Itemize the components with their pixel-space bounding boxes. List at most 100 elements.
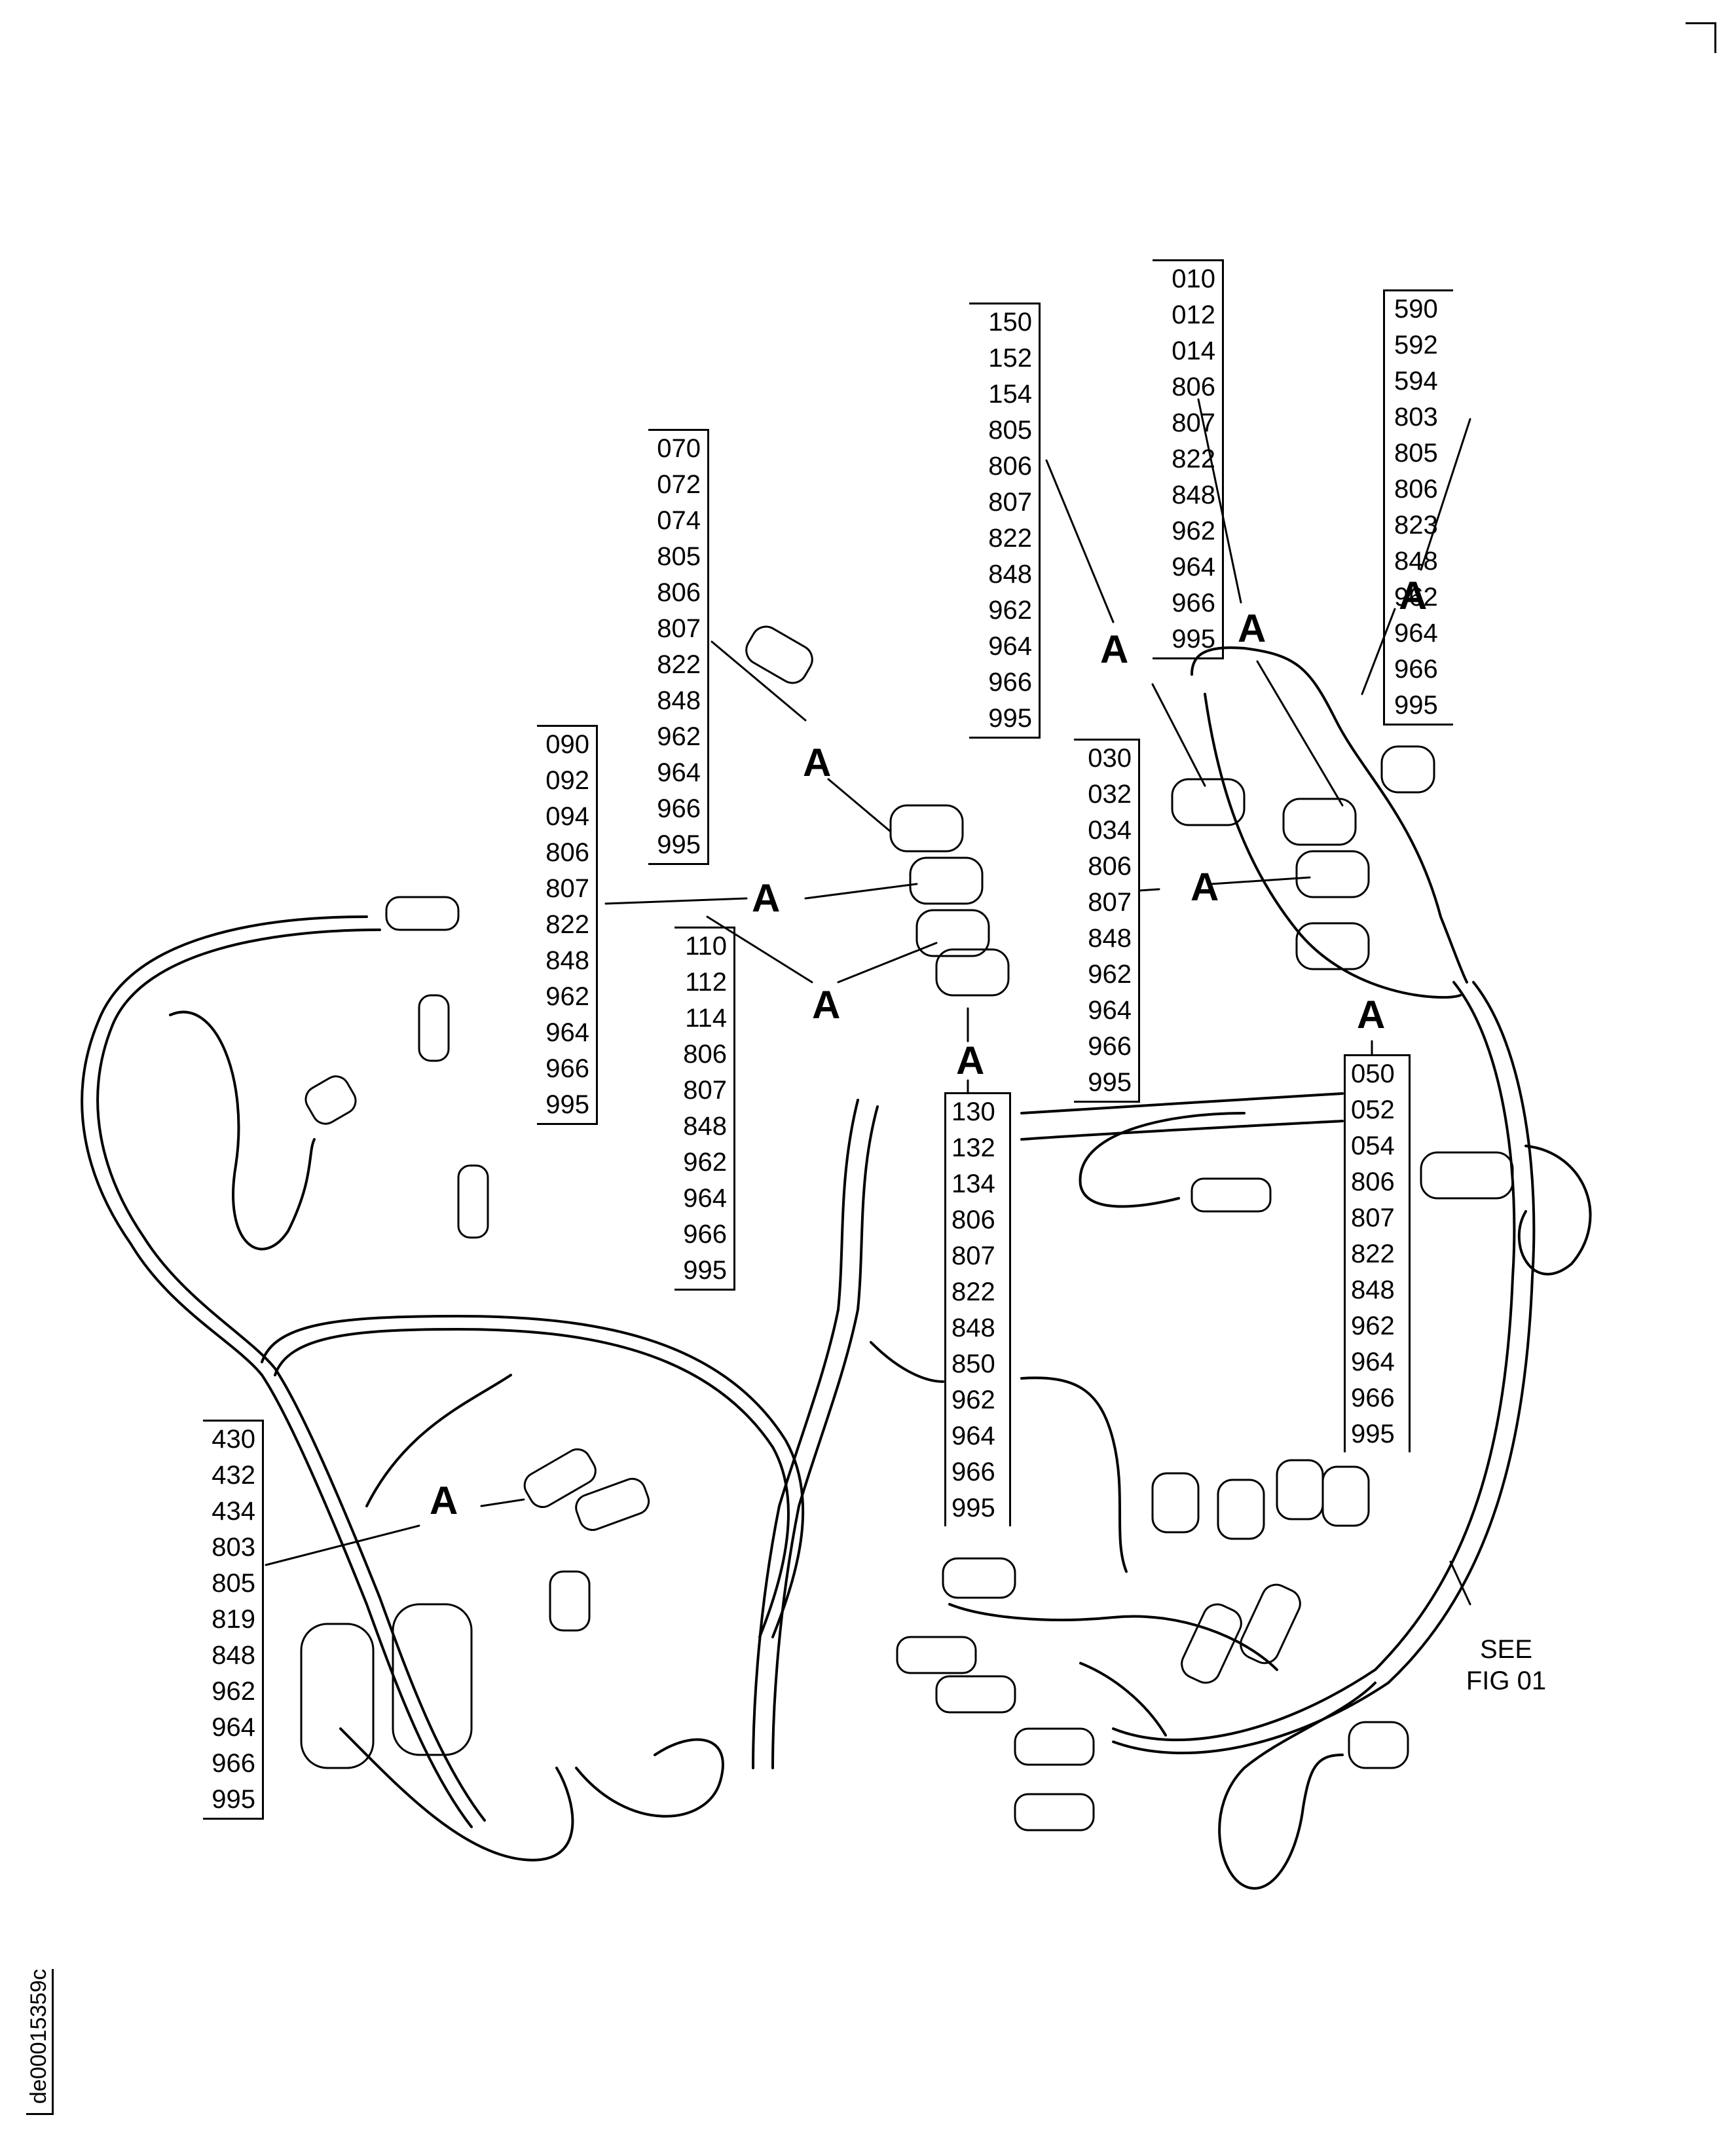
connectors <box>300 625 1514 1831</box>
item-number: 807 <box>657 614 701 643</box>
item-number: 964 <box>951 1422 995 1450</box>
item-number: 995 <box>1172 625 1215 653</box>
item-number: 052 <box>1351 1095 1395 1124</box>
item-number: 072 <box>657 470 701 499</box>
item-number: 807 <box>988 488 1032 517</box>
item-number: 014 <box>1172 337 1215 365</box>
callout-letter-a-430: A <box>430 1479 458 1522</box>
item-number: 134 <box>951 1169 995 1198</box>
item-number: 034 <box>1088 816 1132 845</box>
item-number: 092 <box>545 766 589 795</box>
item-number: 962 <box>212 1677 255 1706</box>
item-number: 807 <box>545 874 589 903</box>
callout-list-110: 110 112 114 806 807 848 962 964 966 995 <box>674 927 735 1291</box>
item-number: 434 <box>212 1497 255 1526</box>
item-number: 848 <box>951 1314 995 1342</box>
item-number: 594 <box>1394 367 1438 396</box>
item-number: 132 <box>951 1133 995 1162</box>
item-number: 806 <box>1172 373 1215 401</box>
item-number: 964 <box>1351 1348 1395 1376</box>
callout-list-070: 070 072 074 805 806 807 822 848 962 964 … <box>648 429 709 865</box>
item-number: 050 <box>1351 1059 1395 1088</box>
item-number: 805 <box>1394 439 1438 468</box>
item-number: 807 <box>683 1076 727 1105</box>
callout-letter-a-010: A <box>1238 606 1266 650</box>
item-number: 850 <box>951 1350 995 1378</box>
callout-letter-a-090: A <box>752 876 781 920</box>
item-number: 966 <box>1088 1032 1132 1061</box>
see-label: SEE <box>1479 1635 1533 1664</box>
callout-list-150: 150 152 154 805 806 807 822 848 962 964 … <box>969 303 1041 739</box>
item-number: 150 <box>988 308 1032 337</box>
item-number: 010 <box>1172 265 1215 293</box>
see-fig-reference: SEE FIG 01 <box>1460 1634 1552 1697</box>
item-number: 590 <box>1394 295 1438 323</box>
callout-letter-a-110: A <box>812 983 841 1027</box>
item-number: 848 <box>1394 547 1438 576</box>
item-number: 964 <box>988 632 1032 661</box>
item-number: 962 <box>545 982 589 1011</box>
callout-list-130: 130 132 134 806 807 822 848 850 962 964 … <box>944 1092 1011 1526</box>
item-number: 806 <box>951 1205 995 1234</box>
item-number: 054 <box>1351 1131 1395 1160</box>
item-number: 848 <box>657 686 701 715</box>
item-number: 806 <box>1351 1168 1395 1196</box>
item-number: 114 <box>685 1004 727 1033</box>
item-number: 962 <box>1088 960 1132 989</box>
item-number: 823 <box>1394 511 1438 540</box>
item-number: 848 <box>545 946 589 975</box>
item-number: 964 <box>545 1018 589 1047</box>
callout-list-010: 010 012 014 806 807 822 848 962 964 966 … <box>1153 259 1224 659</box>
callout-letter-a-130: A <box>956 1039 985 1082</box>
item-number: 962 <box>657 722 701 751</box>
item-number: 995 <box>1088 1068 1132 1097</box>
item-number: 962 <box>1351 1312 1395 1340</box>
callout-list-430: 430 432 434 803 805 819 848 962 964 966 … <box>203 1420 264 1820</box>
item-number: 848 <box>683 1112 727 1141</box>
item-number: 964 <box>683 1184 727 1213</box>
item-number: 995 <box>545 1090 589 1119</box>
item-number: 964 <box>1088 996 1132 1025</box>
document-id: de00015359c <box>26 1968 54 2115</box>
item-number: 995 <box>657 830 701 859</box>
item-number: 962 <box>951 1386 995 1414</box>
item-number: 962 <box>988 596 1032 625</box>
callout-list-590: 590 592 594 803 805 806 823 848 962 964 … <box>1383 289 1453 726</box>
item-number: 807 <box>1088 888 1132 917</box>
item-number: 807 <box>1351 1204 1395 1232</box>
item-number: 803 <box>212 1533 255 1562</box>
item-number: 806 <box>988 452 1032 481</box>
fig-label: FIG 01 <box>1466 1666 1547 1695</box>
item-number: 822 <box>988 524 1032 553</box>
item-number: 995 <box>1394 691 1438 720</box>
item-number: 154 <box>988 380 1032 409</box>
item-number: 966 <box>1172 589 1215 617</box>
item-number: 090 <box>545 730 589 759</box>
item-number: 070 <box>657 434 701 463</box>
item-number: 822 <box>1172 445 1215 473</box>
item-number: 966 <box>657 794 701 823</box>
item-number: 962 <box>1394 583 1438 612</box>
harness-trunks <box>81 646 1592 1890</box>
item-number: 806 <box>545 838 589 867</box>
item-number: 966 <box>1394 655 1438 684</box>
item-number: 848 <box>212 1641 255 1670</box>
crop-mark-top-right <box>1686 22 1716 53</box>
item-number: 995 <box>683 1256 727 1285</box>
item-number: 805 <box>988 416 1032 445</box>
item-number: 803 <box>1394 403 1438 432</box>
item-number: 822 <box>1351 1240 1395 1268</box>
item-number: 012 <box>1172 301 1215 329</box>
item-number: 432 <box>212 1461 255 1490</box>
item-number: 806 <box>1088 852 1132 881</box>
item-number: 966 <box>951 1458 995 1486</box>
item-number: 822 <box>545 910 589 939</box>
callout-list-030: 030 032 034 806 807 848 962 964 966 995 <box>1074 739 1140 1103</box>
item-number: 964 <box>1172 553 1215 581</box>
item-number: 822 <box>657 650 701 679</box>
item-number: 807 <box>951 1242 995 1270</box>
item-number: 848 <box>1088 924 1132 953</box>
item-number: 030 <box>1088 744 1132 773</box>
item-number: 110 <box>685 932 727 961</box>
